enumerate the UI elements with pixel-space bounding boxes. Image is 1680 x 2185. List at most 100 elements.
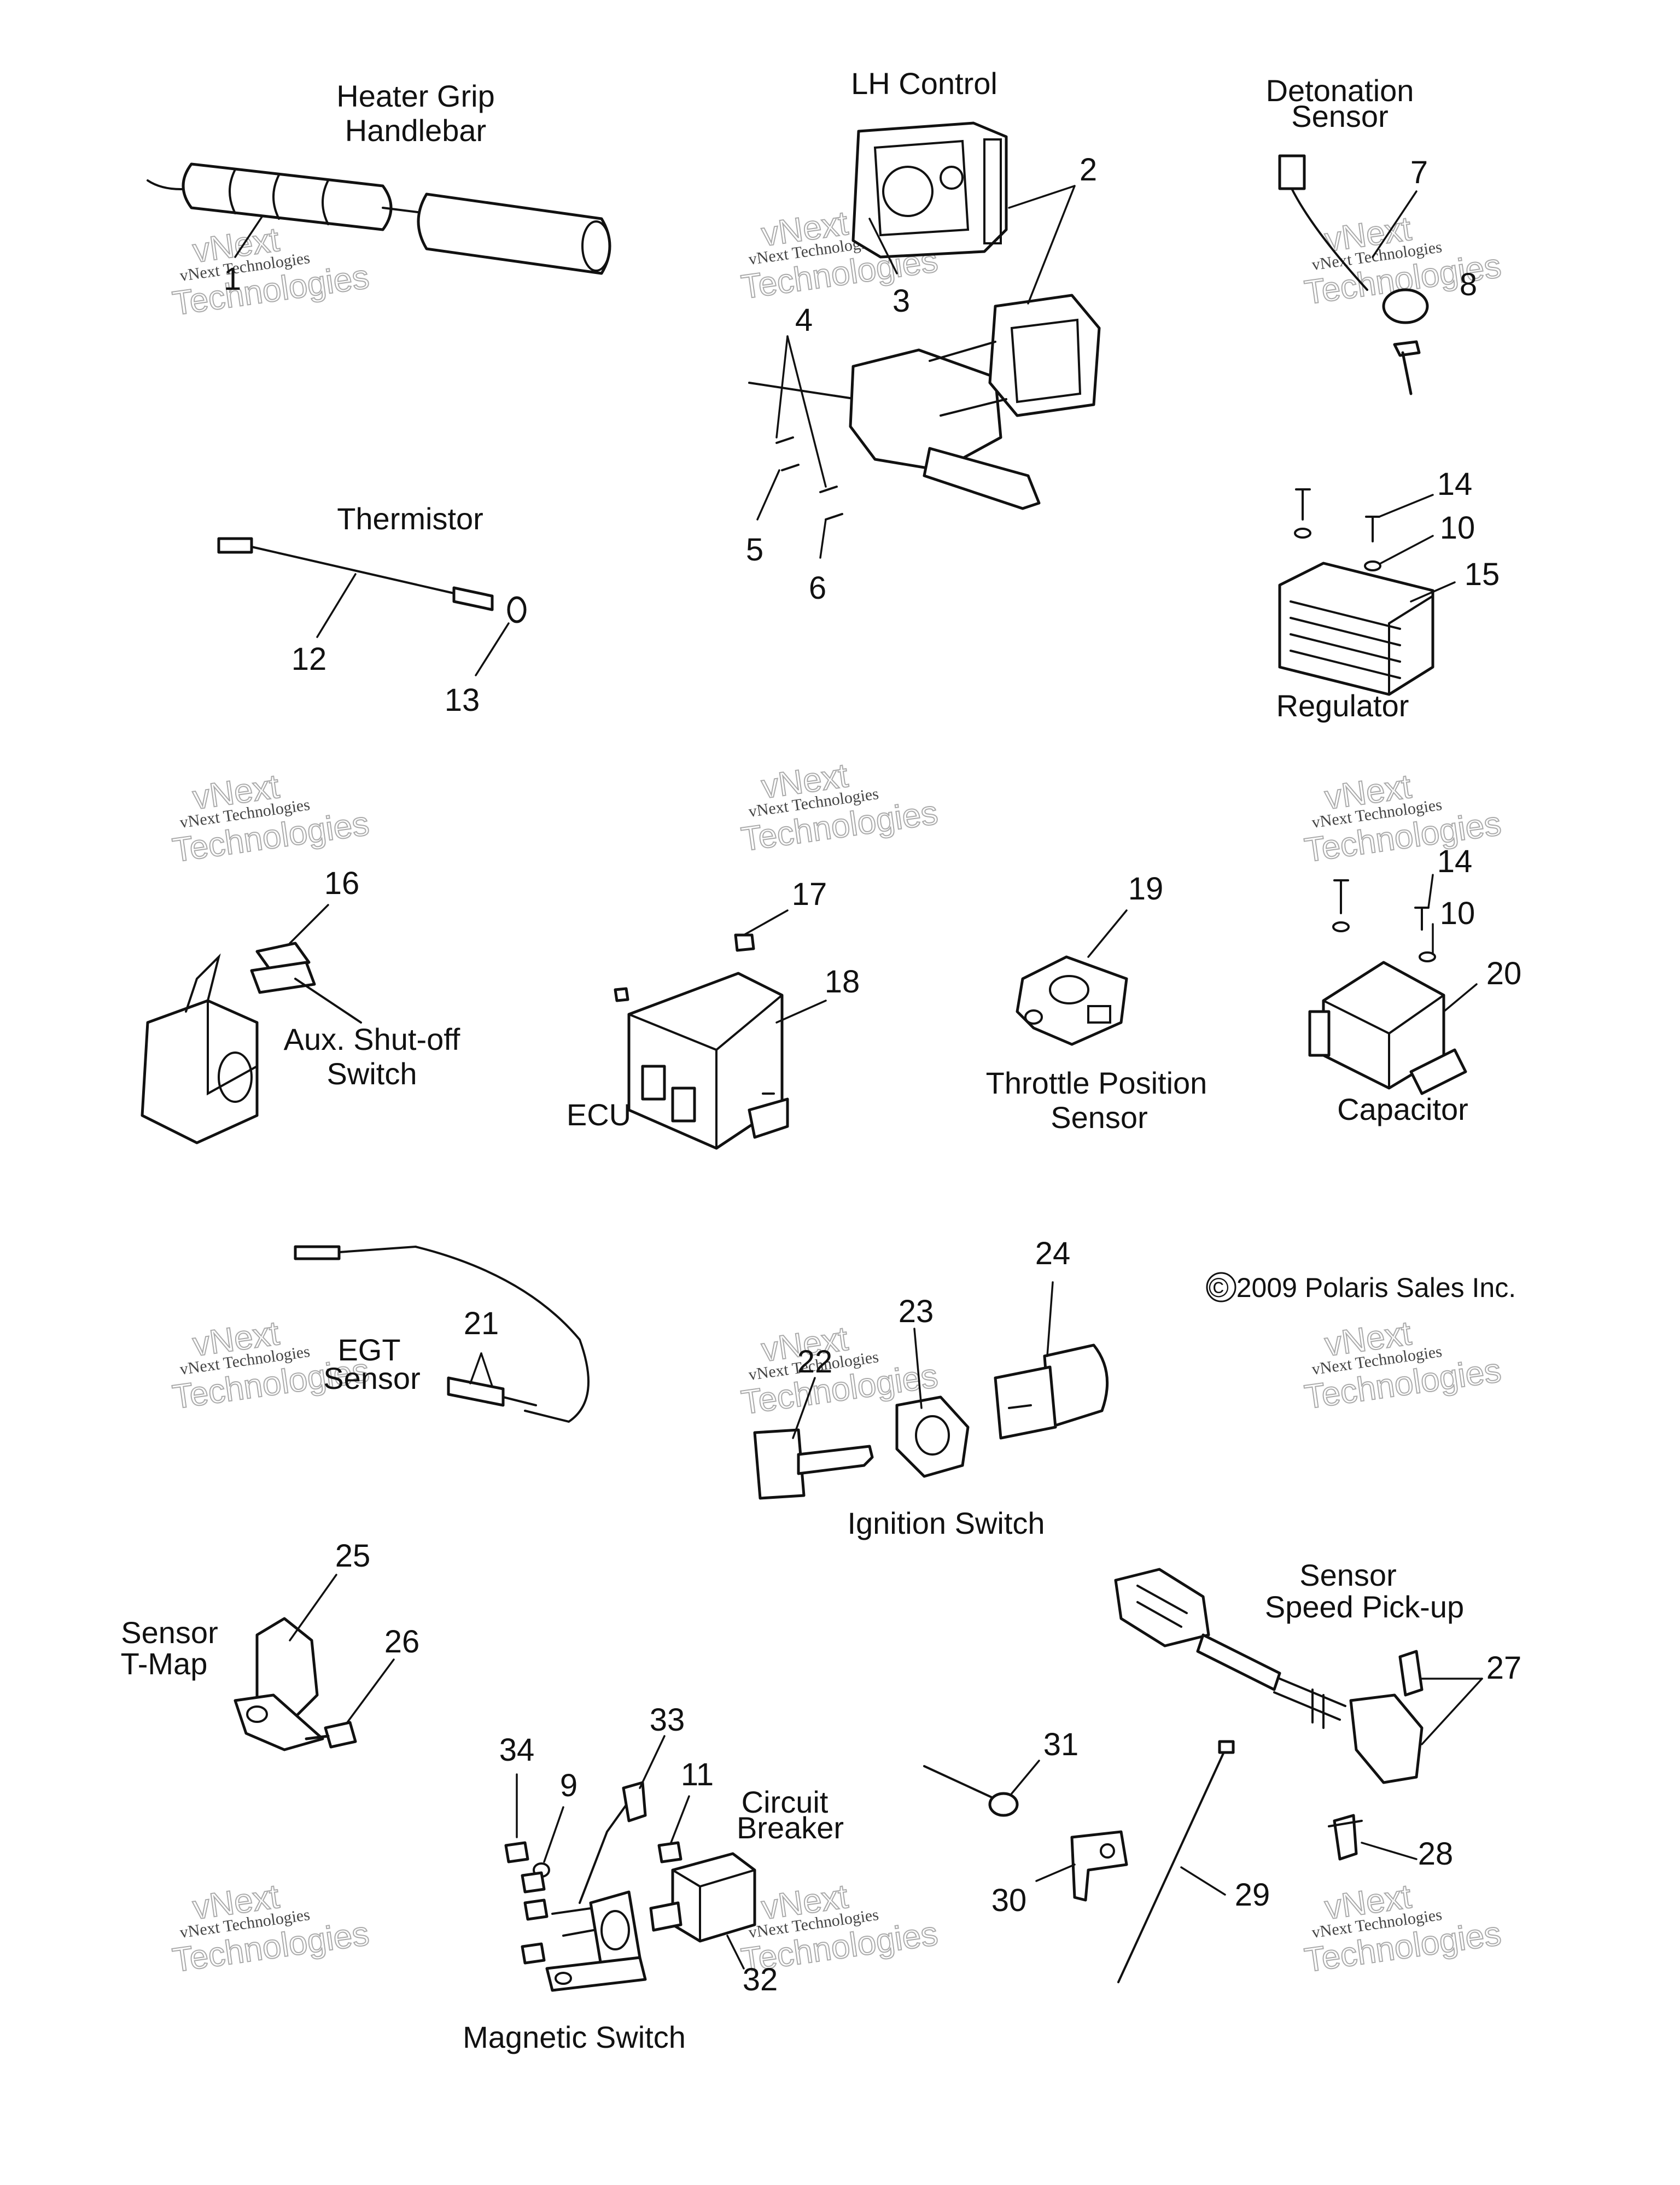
ignition-nut [895, 1395, 970, 1478]
copyright-circle [1206, 1272, 1236, 1302]
callout-31: 31 [1043, 1727, 1079, 1762]
breaker-nut [657, 1841, 682, 1863]
tmap-mount-hole [246, 1705, 268, 1723]
handlebar-grip [417, 192, 611, 275]
callout-7: 7 [1410, 155, 1428, 190]
callout-12: 12 [291, 641, 327, 677]
detonation-sensor-body [1382, 288, 1429, 324]
leader-22 [792, 1377, 816, 1439]
lh-housing-cover [988, 294, 1101, 417]
leader-19 [1087, 909, 1128, 958]
aux-switch-tab [185, 953, 221, 1013]
ecu-group: 17 18 ECU [567, 877, 860, 1150]
callout-21: 21 [464, 1306, 499, 1341]
ignition-keyway [1008, 1404, 1032, 1409]
leader-26 [346, 1658, 395, 1724]
leader-23 [913, 1328, 923, 1409]
detonation-wire [1291, 188, 1368, 291]
callout-1: 1 [224, 261, 241, 297]
leader-6 [819, 518, 827, 559]
capacitor-group: 14 10 20 Capacitor [1308, 844, 1521, 1126]
caption-tmap: T-Map [121, 1646, 208, 1681]
capacitor-mount-tab [1409, 1048, 1467, 1095]
aux-switch-base [250, 961, 316, 994]
handlebar-grip-end [581, 220, 611, 272]
regulator-group: 14 10 15 Regulator [1276, 466, 1500, 723]
leader-14b [1427, 874, 1434, 909]
heater-grip-element [182, 162, 393, 231]
watermark: vNext vNext Technologies Technologies [170, 1877, 372, 1980]
aux-shutoff-group: 16 Aux. Shut-off Switch [141, 866, 460, 1144]
tps-connector [1087, 1005, 1111, 1024]
leader-27b [1421, 1678, 1483, 1745]
speed-boot [1196, 1633, 1281, 1691]
caption-circuit: Circuit [742, 1785, 829, 1819]
heater-grip-bands [229, 168, 329, 225]
lh-switch-knob [940, 166, 964, 190]
callout-28: 28 [1418, 1836, 1454, 1872]
leader-12 [316, 573, 357, 638]
callout-14a: 14 [1437, 466, 1473, 502]
copyright-notice: © 2009 Polaris Sales Inc. [1206, 1272, 1516, 1303]
leader-10a [1380, 535, 1434, 564]
callout-4: 4 [795, 302, 813, 338]
ecu-nut-left [614, 987, 629, 1002]
watermark: vNext vNext Technologies Technologies [738, 756, 941, 859]
caption-capacitor: Capacitor [1337, 1092, 1468, 1126]
magnetic-switch-group: 34 9 33 Magnetic Switch [463, 1702, 686, 2054]
ecu-connector-a [641, 1065, 666, 1101]
egt-probe-lead [502, 1396, 537, 1406]
leader-9 [543, 1806, 564, 1863]
ecu-nut-top [734, 933, 755, 952]
leader-18 [775, 1000, 827, 1024]
ecu-mount-tab [748, 1097, 789, 1139]
regulator-fins [1290, 600, 1401, 679]
caption-tps: Throttle Position [986, 1066, 1208, 1100]
callout-25: 25 [335, 1538, 371, 1574]
leader-5 [756, 469, 780, 521]
tmap-bolt [305, 1721, 357, 1749]
leader-33 [639, 1735, 666, 1789]
caption-speed-pickup: Speed Pick-up [1265, 1590, 1464, 1624]
capacitor-screw-left [1333, 879, 1349, 914]
watermark: vNext vNext Technologies Technologies [1302, 1877, 1504, 1980]
callout-23: 23 [899, 1294, 934, 1329]
push-pin-head [988, 1792, 1019, 1817]
callout-14b: 14 [1437, 844, 1473, 879]
capacitor-screw-right [1414, 907, 1430, 931]
leader-16 [289, 904, 329, 944]
caption-speed-sensor: Sensor [1299, 1558, 1396, 1592]
callout-13: 13 [445, 682, 480, 718]
leader-2b [1027, 185, 1076, 305]
watermark: vNext vNext Technologies Technologies [738, 204, 941, 307]
leader-32 [726, 1935, 745, 1970]
ignition-key-head [753, 1428, 806, 1500]
ignition-switch-group: 22 23 24 Ignition Switch [753, 1236, 1109, 1540]
callout-27: 27 [1486, 1650, 1522, 1686]
caption-breaker: Breaker [737, 1810, 844, 1845]
caption-tmap-sensor: Sensor [121, 1615, 218, 1650]
wire-clip [1070, 1830, 1128, 1902]
leader-2a [1008, 185, 1076, 209]
aux-switch-edges [207, 1000, 258, 1096]
breaker-edges [672, 1869, 756, 1942]
ignition-switch-body [1043, 1343, 1109, 1429]
copyright-text: © 2009 Polaris Sales Inc. [1209, 1272, 1516, 1303]
cable-tie-head [1218, 1740, 1235, 1754]
speed-sensor-bolt [1333, 1814, 1358, 1861]
callout-33: 33 [650, 1702, 685, 1738]
speed-sensor-bolt-head [1328, 1820, 1363, 1827]
leader-17 [743, 909, 789, 936]
caption-lh-control: LH Control [851, 66, 998, 101]
callout-10b: 10 [1440, 896, 1475, 931]
caption-tps-sensor: Sensor [1051, 1100, 1147, 1135]
caption-ecu: ECU [567, 1097, 631, 1132]
caption-detonation-sensor: Sensor [1291, 99, 1388, 133]
lh-assembly-lines [929, 341, 1007, 417]
callout-26: 26 [384, 1624, 420, 1660]
callout-29: 29 [1235, 1877, 1270, 1913]
mag-switch-nut-b [521, 1871, 546, 1894]
mag-switch-body [589, 1890, 641, 1970]
leader-30 [1035, 1863, 1076, 1882]
callout-18: 18 [825, 964, 860, 1000]
